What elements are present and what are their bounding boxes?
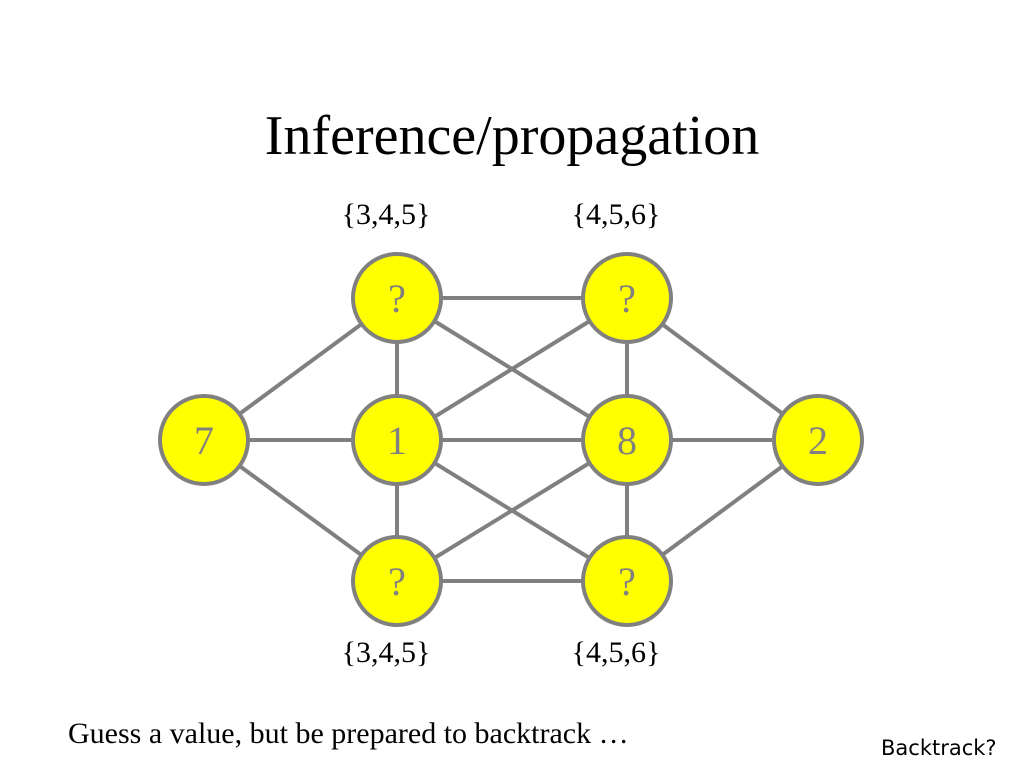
node-value: ?	[388, 276, 406, 321]
slide-title: Inference/propagation	[264, 105, 760, 167]
node-circle	[158, 394, 250, 486]
node-value: ?	[618, 559, 636, 604]
node-circle	[581, 394, 673, 486]
node-value: 2	[808, 418, 828, 463]
domain-layer: {3,4,5} {4,5,6} {3,4,5} {4,5,6}	[342, 198, 661, 669]
node-circle	[581, 252, 673, 344]
node-value: 8	[617, 418, 637, 463]
edge-layer	[202, 296, 820, 583]
node-circle	[351, 394, 443, 486]
domain-label-nBR: {4,5,6}	[572, 636, 661, 669]
slide-caption: Guess a value, but be prepared to backtr…	[68, 717, 629, 750]
domain-label-nTL: {3,4,5}	[342, 198, 431, 231]
node-nBR: ?	[581, 535, 673, 627]
node-circle	[581, 535, 673, 627]
node-n7: 7	[158, 394, 250, 486]
node-value: ?	[388, 559, 406, 604]
domain-label-nBL: {3,4,5}	[342, 636, 431, 669]
node-circle	[351, 252, 443, 344]
node-layer: 7? 1?? 8? 2	[158, 252, 864, 627]
node-n1: 1	[351, 394, 443, 486]
node-value: ?	[618, 276, 636, 321]
node-circle	[351, 535, 443, 627]
node-nTR: ?	[581, 252, 673, 344]
domain-label-nTR: {4,5,6}	[572, 198, 661, 231]
node-nTL: ?	[351, 252, 443, 344]
node-circle	[772, 394, 864, 486]
node-value: 1	[387, 418, 407, 463]
backtrack-label: Backtrack?	[881, 736, 997, 760]
node-value: 7	[194, 418, 214, 463]
node-n2: 2	[772, 394, 864, 486]
node-nBL: ?	[351, 535, 443, 627]
node-n8: 8	[581, 394, 673, 486]
